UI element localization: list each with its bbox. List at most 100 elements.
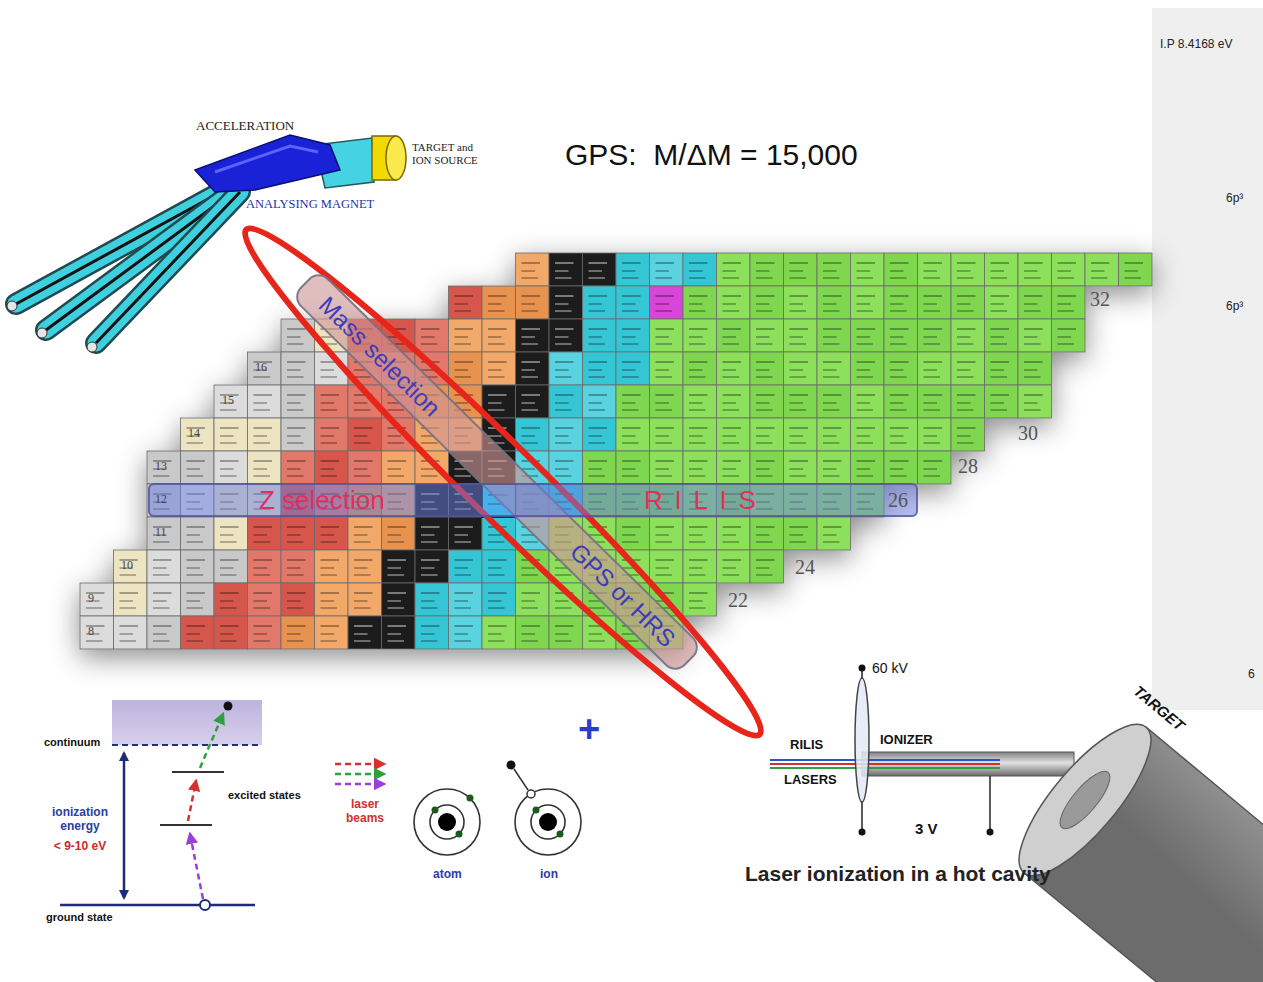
cell-text-mark [321,567,335,568]
cell-text-mark [455,336,469,337]
chart-cell [750,517,784,550]
cell-text-mark [455,640,472,641]
cell-text-mark [354,541,371,542]
level-name: continuum [44,736,100,749]
separator-drawing [96,192,240,343]
cell-text-mark [589,343,606,344]
cell-text-mark [388,625,407,626]
chart-cell [214,517,248,550]
separator-drawing [215,146,318,172]
cell-text-mark [254,394,273,395]
cell-text-mark [756,376,773,377]
chart-cell [784,517,818,550]
cell-text-mark [522,574,539,575]
cell-text-mark [689,427,708,428]
energy-value: < 9-10 eV [42,840,118,854]
chart-cell [181,418,215,451]
chart-cell [884,451,918,484]
cell-text-mark [522,262,541,263]
hot-cavity [855,678,869,802]
chart-cell [348,451,382,484]
cell-text-mark [890,262,909,263]
cell-text-mark [857,328,876,329]
chart-cell [951,418,985,451]
neutron-number: 28 [958,455,978,478]
cell-text-mark [187,600,201,601]
ionization-scheme [60,700,262,910]
cell-text-mark [287,468,301,469]
cell-text-mark [455,526,474,527]
cell-text-mark [656,277,673,278]
cell-text-mark [354,427,373,428]
chart-cell [549,616,583,649]
chart-cell [315,550,349,583]
cell-text-mark [656,402,670,403]
chart-cell [1119,253,1153,286]
chart-cell [583,385,617,418]
cell-text-mark [354,468,368,469]
resolution-heading: GPS: M/ΔM = 15,000 [565,138,858,173]
cell-text-mark [1058,310,1075,311]
chart-cell [616,253,650,286]
cell-text-mark [488,640,505,641]
cell-text-mark [321,526,340,527]
cell-text-mark [857,310,874,311]
proton-number: 10 [121,559,133,573]
cell-text-mark [1024,409,1041,410]
cell-text-mark [1024,270,1038,271]
cell-text-mark [589,277,606,278]
chart-cell [248,385,282,418]
cell-text-mark [924,303,938,304]
cell-text-mark [153,607,170,608]
cell-text-mark [254,402,268,403]
cell-text-mark [689,442,706,443]
chart-cell [750,550,784,583]
chart-cell [683,418,717,451]
cell-text-mark [723,427,742,428]
cell-text-mark [622,295,641,296]
cell-text-mark [388,607,405,608]
chart-cell [281,385,315,418]
cell-text-mark [991,277,1008,278]
cell-text-mark [723,394,742,395]
ionization-scheme [200,714,223,768]
chart-cell [1018,352,1052,385]
cell-text-mark [924,376,941,377]
cell-text-mark [656,376,673,377]
cell-text-mark [1024,310,1041,311]
chart-cell [449,616,483,649]
cell-text-mark [287,574,304,575]
cell-text-mark [522,303,536,304]
cell-text-mark [957,442,974,443]
cell-text-mark [957,376,974,377]
cell-text-mark [656,427,675,428]
ionization-scheme [200,900,210,910]
cell-text-mark [287,394,306,395]
cell-text-mark [924,402,938,403]
cell-text-mark [254,442,271,443]
chart-cell [415,616,449,649]
cell-text-mark [622,427,641,428]
voltage-label: 3 V [915,820,938,837]
cell-text-mark [656,435,670,436]
selection-ellipse [221,204,785,760]
cell-text-mark [555,409,572,410]
cell-text-mark [957,361,976,362]
cell-text-mark [187,534,201,535]
chart-cell [817,418,851,451]
cell-text-mark [589,442,606,443]
chart-cell [214,451,248,484]
cell-text-mark [656,534,670,535]
cell-text-mark [656,295,675,296]
cell-text-mark [890,468,904,469]
cell-text-mark [890,394,909,395]
cell-text-mark [991,336,1005,337]
cell-text-mark [254,625,273,626]
cell-text-mark [455,592,474,593]
chart-cell [985,319,1019,352]
chart-cell [1018,319,1052,352]
chart-cell [717,286,751,319]
chart-cell [583,352,617,385]
atom-symbol [430,805,464,839]
